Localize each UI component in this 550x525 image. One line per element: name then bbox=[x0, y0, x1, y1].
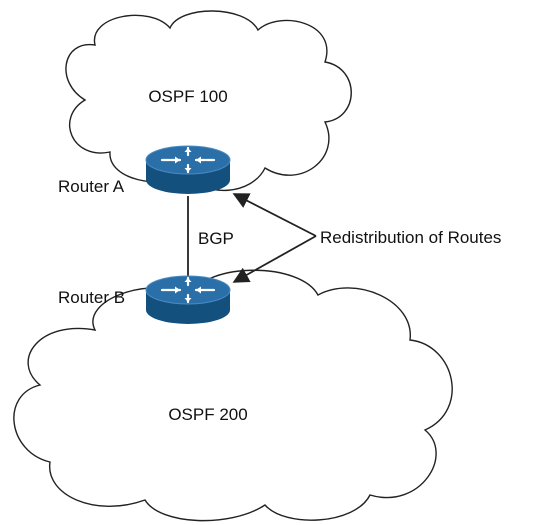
router-b-label: Router B bbox=[58, 288, 125, 307]
cloud-ospf-100 bbox=[65, 10, 352, 192]
router-b bbox=[145, 275, 231, 324]
arrow-to-router-a bbox=[232, 193, 317, 237]
cloud-label-ospf-100: OSPF 100 bbox=[148, 87, 227, 106]
router-icon bbox=[145, 145, 231, 194]
router-icon bbox=[145, 275, 231, 324]
cloud-label-ospf-200: OSPF 200 bbox=[168, 405, 247, 424]
bgp-link-label: BGP bbox=[198, 229, 234, 248]
cloud-ospf-200 bbox=[13, 269, 453, 522]
arrow-to-router-b bbox=[232, 235, 317, 283]
redistribution-label: Redistribution of Routes bbox=[320, 228, 501, 247]
router-a-label: Router A bbox=[58, 177, 125, 196]
router-a bbox=[145, 145, 231, 194]
